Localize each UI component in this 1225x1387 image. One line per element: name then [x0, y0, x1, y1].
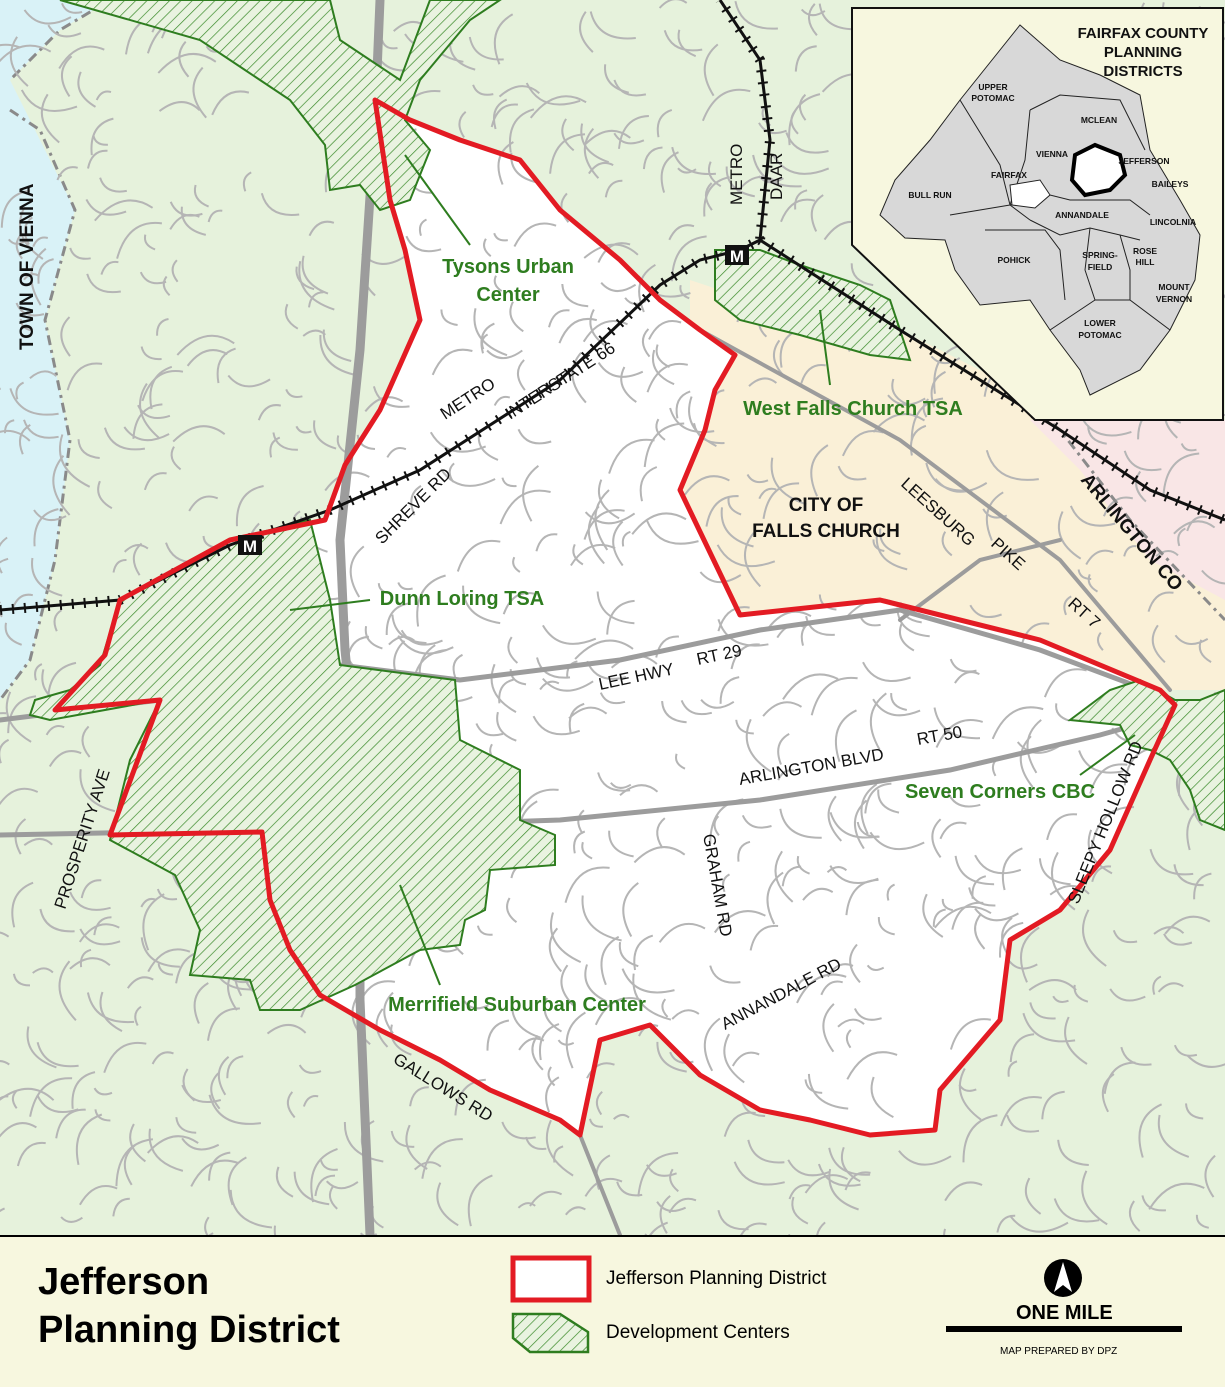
legend-district-swatch	[510, 1255, 592, 1303]
inset-bull-run: BULL RUN	[908, 190, 951, 200]
map-canvas[interactable]: M M Tysons Urban Center West Falls Churc…	[0, 0, 1225, 1235]
inset-rose-hill-1: ROSE	[1133, 246, 1157, 256]
falls-church-label-2: FALLS CHURCH	[752, 521, 900, 542]
inset-lower-potomac-1: LOWER	[1084, 318, 1116, 328]
tysons-label-1: Tysons Urban	[442, 256, 574, 278]
title-line-1: Jefferson	[38, 1258, 340, 1306]
inset-springfield-2: FIELD	[1088, 262, 1113, 272]
scale-label: ONE MILE	[1016, 1302, 1113, 1325]
metro-station-east-label: M	[730, 247, 744, 266]
inset-jefferson-label: JEFFERSON	[1118, 156, 1169, 166]
inset-lower-potomac-2: POTOMAC	[1078, 330, 1121, 340]
metro-station-west-label: M	[243, 537, 257, 556]
legend-district-label: Jefferson Planning District	[606, 1268, 826, 1290]
inset-title-3: DISTRICTS	[1103, 63, 1182, 80]
scale-bar	[946, 1326, 1182, 1332]
legend-centers-swatch	[510, 1310, 592, 1356]
metro-station-east[interactable]: M	[725, 245, 749, 266]
north-arrow-icon	[1043, 1258, 1083, 1298]
inset-fairfax: FAIRFAX	[991, 170, 1027, 180]
inset-upper-potomac-1: UPPER	[978, 82, 1007, 92]
inset-vienna: VIENNA	[1036, 149, 1068, 159]
town-of-vienna-label: TOWN OF VIENNA	[17, 183, 38, 350]
west-falls-church-label: West Falls Church TSA	[743, 398, 963, 420]
legend-centers-label: Development Centers	[606, 1322, 790, 1344]
merrifield-label: Merrifield Suburban Center	[388, 994, 646, 1016]
inset-baileys: BAILEYS	[1152, 179, 1189, 189]
dunn-loring-label: Dunn Loring TSA	[380, 588, 544, 610]
inset-rose-hill-2: HILL	[1136, 257, 1155, 267]
metro-daar-label-2: DAAR	[767, 153, 786, 200]
seven-corners-label: Seven Corners CBC	[905, 781, 1095, 803]
metro-daar-label-1: METRO	[727, 144, 746, 205]
inset-annandale: ANNANDALE	[1055, 210, 1109, 220]
tysons-label-2: Center	[476, 284, 540, 306]
metro-station-west[interactable]: M	[238, 535, 262, 556]
page-title: Jefferson Planning District	[38, 1258, 340, 1354]
inset-upper-potomac-2: POTOMAC	[971, 93, 1014, 103]
title-line-2: Planning District	[38, 1306, 340, 1354]
inset-title-2: PLANNING	[1104, 44, 1182, 61]
inset-lincolnia: LINCOLNIA	[1150, 217, 1196, 227]
inset-pohick: POHICK	[997, 255, 1031, 265]
inset-mclean: MCLEAN	[1081, 115, 1117, 125]
inset-title-1: FAIRFAX COUNTY	[1078, 25, 1209, 42]
inset-mount-vernon-1: MOUNT	[1158, 282, 1190, 292]
map-credit: MAP PREPARED BY DPZ	[1000, 1346, 1117, 1357]
inset-springfield-1: SPRING-	[1082, 250, 1118, 260]
inset-mount-vernon-2: VERNON	[1156, 294, 1192, 304]
falls-church-label-1: CITY OF	[789, 495, 864, 516]
